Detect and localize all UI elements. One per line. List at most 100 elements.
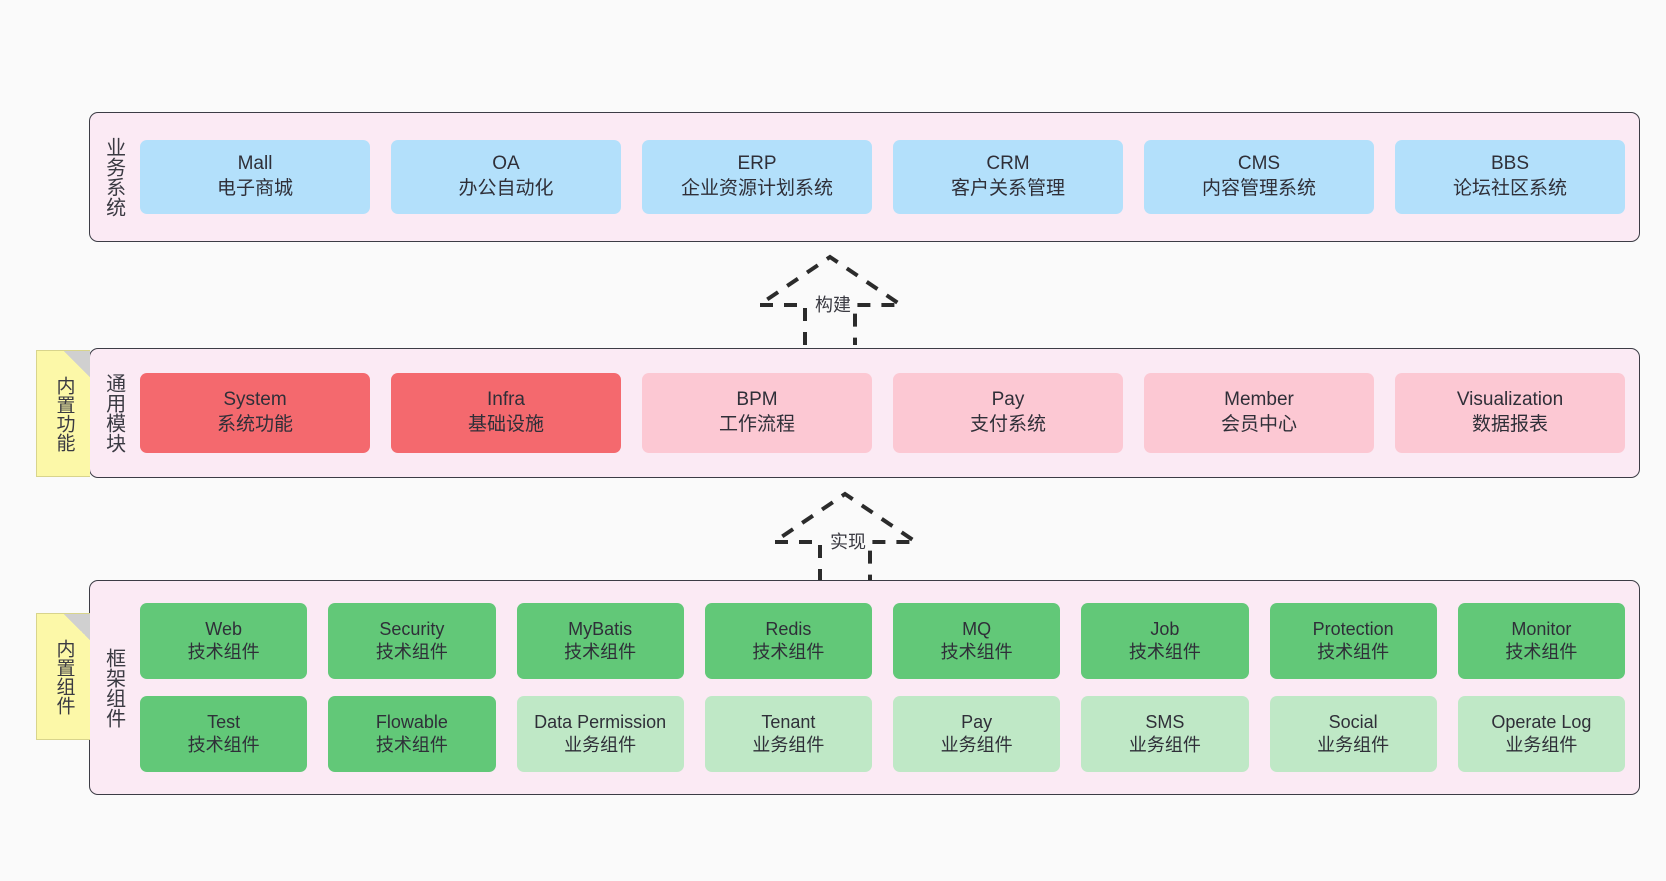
tile-mall[interactable]: Mall 电子商城 bbox=[140, 140, 370, 214]
tile-subtitle: 会员中心 bbox=[1220, 414, 1297, 435]
tile-data-permission[interactable]: Data Permission 业务组件 bbox=[516, 696, 684, 772]
layer-body-business: Mall 电子商城 OA 办公自动化 ERP 企业资源计划系统 CRM 客户关系… bbox=[136, 113, 1639, 241]
tile-title: MQ bbox=[962, 618, 992, 639]
tile-title: Security bbox=[379, 618, 445, 639]
connector-build-label: 构建 bbox=[815, 295, 851, 315]
tile-title: BPM bbox=[736, 389, 778, 411]
tile-title: Social bbox=[1328, 711, 1378, 732]
tile-member[interactable]: Member 会员中心 bbox=[1144, 373, 1374, 453]
tile-subtitle: 技术组件 bbox=[187, 735, 260, 755]
tile-title: Monitor bbox=[1511, 618, 1572, 639]
tile-subtitle: 数据报表 bbox=[1471, 414, 1548, 435]
tile-subtitle: 技术组件 bbox=[187, 642, 260, 662]
tile-subtitle: 技术组件 bbox=[1317, 642, 1390, 662]
tile-pay-business[interactable]: Pay 业务组件 bbox=[893, 696, 1061, 772]
tile-subtitle: 基础设施 bbox=[467, 414, 544, 435]
tile-operate-log[interactable]: Operate Log 业务组件 bbox=[1457, 696, 1625, 772]
tile-title: Member bbox=[1224, 389, 1294, 411]
tile-redis[interactable]: Redis 技术组件 bbox=[704, 603, 872, 679]
tile-title: Pay bbox=[991, 389, 1025, 411]
tile-bbs[interactable]: BBS 论坛社区系统 bbox=[1395, 140, 1625, 214]
tile-title: BBS bbox=[1490, 153, 1530, 175]
tile-subtitle: 支付系统 bbox=[969, 414, 1046, 435]
tile-title: OA bbox=[492, 153, 520, 175]
connector-build-arrow: 构建 bbox=[752, 254, 908, 345]
tile-row: Web 技术组件 Security 技术组件 MyBatis 技术组件 Redi… bbox=[140, 603, 1625, 679]
tile-subtitle: 内容管理系统 bbox=[1201, 178, 1316, 199]
tile-test[interactable]: Test 技术组件 bbox=[140, 696, 308, 772]
tile-subtitle: 技术组件 bbox=[1505, 642, 1578, 662]
tile-title: Operate Log bbox=[1491, 711, 1592, 732]
tile-title: Data Permission bbox=[534, 711, 667, 732]
tile-subtitle: 论坛社区系统 bbox=[1452, 178, 1567, 199]
tile-visualization[interactable]: Visualization 数据报表 bbox=[1395, 373, 1625, 453]
tile-protection[interactable]: Protection 技术组件 bbox=[1269, 603, 1437, 679]
tile-row: System 系统功能 Infra 基础设施 BPM 工作流程 Pay 支付系统… bbox=[140, 373, 1625, 453]
tile-subtitle: 系统功能 bbox=[216, 414, 293, 435]
tile-subtitle: 技术组件 bbox=[940, 642, 1013, 662]
tile-title: Redis bbox=[765, 618, 812, 639]
tile-system[interactable]: System 系统功能 bbox=[140, 373, 370, 453]
tile-subtitle: 客户关系管理 bbox=[950, 178, 1065, 199]
tile-subtitle: 技术组件 bbox=[752, 642, 825, 662]
tile-title: Protection bbox=[1312, 618, 1394, 639]
tile-title: CRM bbox=[986, 153, 1030, 175]
tile-title: Web bbox=[205, 618, 242, 639]
tile-row: Mall 电子商城 OA 办公自动化 ERP 企业资源计划系统 CRM 客户关系… bbox=[140, 140, 1625, 214]
tile-security[interactable]: Security 技术组件 bbox=[328, 603, 496, 679]
tile-mq[interactable]: MQ 技术组件 bbox=[893, 603, 1061, 679]
tile-social[interactable]: Social 业务组件 bbox=[1269, 696, 1437, 772]
layer-common-modules[interactable]: 通用模块 System 系统功能 Infra 基础设施 BPM 工作流程 Pay… bbox=[89, 348, 1640, 478]
note-builtin-functions: 内置功能 bbox=[36, 350, 90, 477]
tile-infra[interactable]: Infra 基础设施 bbox=[391, 373, 621, 453]
tile-tenant[interactable]: Tenant 业务组件 bbox=[704, 696, 872, 772]
tile-title: Infra bbox=[486, 389, 526, 411]
tile-title: CMS bbox=[1237, 153, 1281, 175]
tile-subtitle: 业务组件 bbox=[940, 735, 1013, 755]
layer-business-system[interactable]: 业务系统 Mall 电子商城 OA 办公自动化 ERP 企业资源计划系统 CRM… bbox=[89, 112, 1640, 242]
tile-flowable[interactable]: Flowable 技术组件 bbox=[328, 696, 496, 772]
tile-subtitle: 业务组件 bbox=[1505, 735, 1578, 755]
tile-erp[interactable]: ERP 企业资源计划系统 bbox=[642, 140, 872, 214]
tile-subtitle: 业务组件 bbox=[1317, 735, 1390, 755]
tile-subtitle: 技术组件 bbox=[564, 642, 637, 662]
note-label: 内置功能 bbox=[53, 375, 75, 452]
tile-title: MyBatis bbox=[568, 618, 633, 639]
tile-row: Test 技术组件 Flowable 技术组件 Data Permission … bbox=[140, 696, 1625, 772]
tile-mybatis[interactable]: MyBatis 技术组件 bbox=[516, 603, 684, 679]
tile-subtitle: 电子商城 bbox=[216, 178, 293, 199]
tile-monitor[interactable]: Monitor 技术组件 bbox=[1457, 603, 1625, 679]
connector-implement-label: 实现 bbox=[830, 532, 866, 552]
tile-subtitle: 业务组件 bbox=[564, 735, 637, 755]
note-label: 内置组件 bbox=[53, 638, 75, 715]
tile-subtitle: 业务组件 bbox=[1128, 735, 1201, 755]
tile-job[interactable]: Job 技术组件 bbox=[1081, 603, 1249, 679]
layer-title-common: 通用模块 bbox=[102, 373, 125, 453]
tile-subtitle: 技术组件 bbox=[375, 642, 448, 662]
layer-body-framework: Web 技术组件 Security 技术组件 MyBatis 技术组件 Redi… bbox=[136, 581, 1639, 794]
tile-web[interactable]: Web 技术组件 bbox=[140, 603, 308, 679]
layer-title-framework: 框架组件 bbox=[102, 647, 125, 728]
layer-framework-components[interactable]: 框架组件 Web 技术组件 Security 技术组件 MyBatis 技术组件… bbox=[89, 580, 1640, 795]
tile-bpm[interactable]: BPM 工作流程 bbox=[642, 373, 872, 453]
tile-title: Mall bbox=[237, 153, 273, 175]
tile-title: SMS bbox=[1145, 711, 1185, 732]
tile-title: Pay bbox=[961, 711, 993, 732]
tile-title: Tenant bbox=[761, 711, 816, 732]
connector-implement-arrow: 实现 bbox=[767, 491, 923, 582]
layer-body-common: System 系统功能 Infra 基础设施 BPM 工作流程 Pay 支付系统… bbox=[136, 349, 1639, 477]
tile-subtitle: 企业资源计划系统 bbox=[680, 178, 833, 199]
tile-crm[interactable]: CRM 客户关系管理 bbox=[893, 140, 1123, 214]
tile-sms[interactable]: SMS 业务组件 bbox=[1081, 696, 1249, 772]
tile-subtitle: 技术组件 bbox=[375, 735, 448, 755]
tile-title: Test bbox=[207, 711, 241, 732]
tile-subtitle: 工作流程 bbox=[718, 414, 795, 435]
tile-title: Flowable bbox=[375, 711, 448, 732]
tile-title: System bbox=[223, 389, 287, 411]
tile-title: ERP bbox=[737, 153, 777, 175]
tile-oa[interactable]: OA 办公自动化 bbox=[391, 140, 621, 214]
tile-pay[interactable]: Pay 支付系统 bbox=[893, 373, 1123, 453]
tile-cms[interactable]: CMS 内容管理系统 bbox=[1144, 140, 1374, 214]
tile-subtitle: 办公自动化 bbox=[458, 178, 554, 199]
